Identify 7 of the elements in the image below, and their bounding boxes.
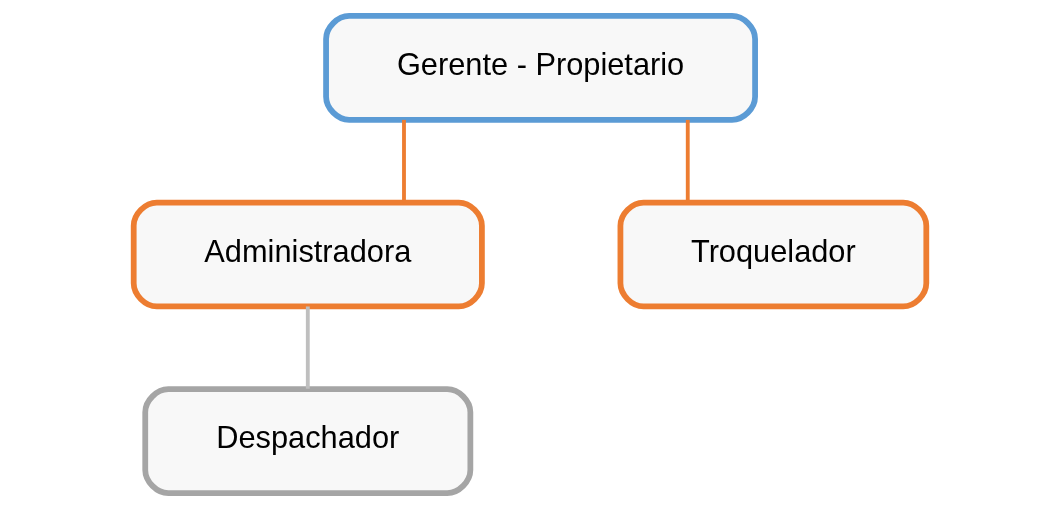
- node-box: Administradora: [130, 199, 485, 310]
- node-box: Gerente - Propietario: [322, 13, 758, 123]
- connector: [401, 119, 406, 203]
- node-box: Despachador: [141, 386, 473, 496]
- connector: [305, 306, 310, 389]
- connector: [685, 119, 690, 203]
- node-box: Troquelador: [617, 199, 929, 310]
